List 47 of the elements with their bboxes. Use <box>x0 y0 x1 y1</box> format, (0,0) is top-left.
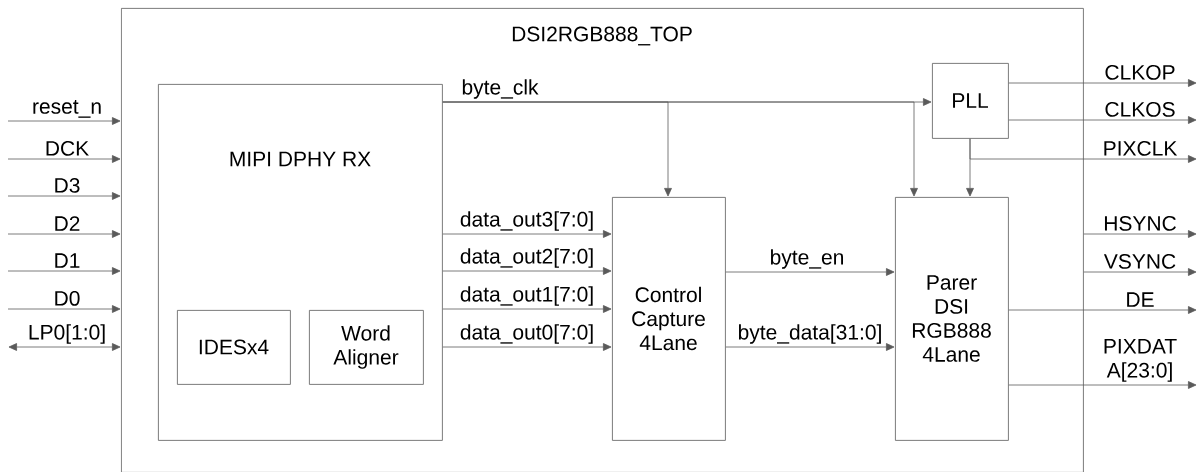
signal-label: DE <box>1124 291 1156 308</box>
signal-label: VSYNC <box>1102 252 1178 270</box>
block-box: Control Capture 4Lane <box>612 197 726 441</box>
arrow <box>442 101 918 197</box>
signal-label: byte_data[31:0] <box>736 323 884 345</box>
arrow <box>7 230 121 238</box>
arrow <box>442 343 612 351</box>
signal-label: CLKOP <box>1103 63 1177 81</box>
arrow <box>1008 306 1197 314</box>
signal-label: byte_en <box>768 248 846 270</box>
arrow <box>1008 116 1197 124</box>
arrow <box>1083 268 1197 276</box>
signal-label: data_out1[7:0] <box>458 285 596 307</box>
arrow <box>7 192 121 200</box>
arrow <box>7 117 121 125</box>
arrow <box>8 343 121 351</box>
block-box: Word Aligner <box>309 310 424 385</box>
signal-label: D2 <box>52 215 82 232</box>
arrow <box>969 138 1197 163</box>
arrow <box>7 155 121 163</box>
signal-label: data_out0[7:0] <box>458 323 596 345</box>
signal-label: LP0[1:0] <box>26 323 108 345</box>
signal-label: D3 <box>52 176 82 194</box>
signal-label: DCK <box>43 139 91 157</box>
arrow <box>7 305 121 313</box>
block-box: PLL <box>932 63 1009 139</box>
arrow <box>1008 381 1197 389</box>
signal-label: D1 <box>52 252 82 269</box>
arrow <box>442 305 612 313</box>
arrow <box>725 268 895 276</box>
signal-label: PIXCLK <box>1101 139 1179 157</box>
arrow <box>442 230 612 238</box>
block-box: Parer DSI RGB888 4Lane <box>895 197 1009 441</box>
block-box: IDESx4 <box>177 310 291 385</box>
signal-label: reset_n <box>31 99 103 119</box>
arrow <box>1008 79 1197 87</box>
signal-label: D0 <box>52 289 82 307</box>
signal-label: data_out2[7:0] <box>458 247 596 269</box>
signal-label: data_out3[7:0] <box>458 210 596 232</box>
arrow <box>1083 230 1197 238</box>
signal-label: HSYNC <box>1102 214 1178 232</box>
arrow <box>442 267 612 275</box>
arrow <box>7 267 121 275</box>
signal-label: PIXDAT A[23:0] <box>1095 338 1185 383</box>
arrow <box>725 343 895 351</box>
signal-label: CLKOS <box>1103 100 1177 118</box>
signal-label: byte_clk <box>460 78 540 100</box>
